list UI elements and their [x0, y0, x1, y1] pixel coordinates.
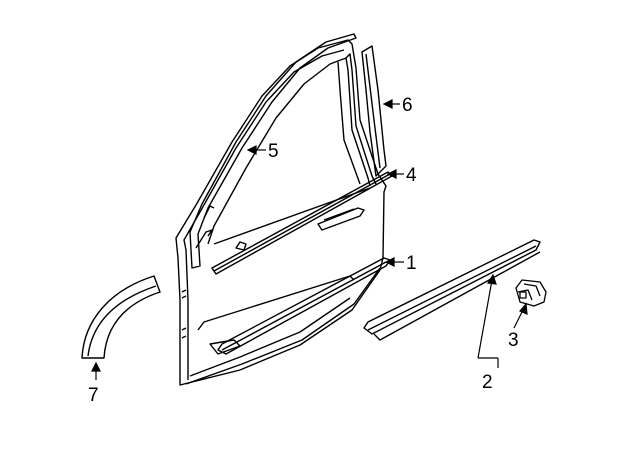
- callout-3: 3: [508, 330, 519, 351]
- moulding-clip: [515, 279, 547, 307]
- rear-applique: [361, 45, 387, 177]
- callout-6: 6: [402, 95, 413, 116]
- callout-1: 1: [406, 253, 417, 274]
- callout-4: 4: [406, 165, 417, 186]
- front-door-shell: [175, 39, 387, 386]
- callout-5: 5: [268, 141, 279, 162]
- window-frame-rear: [207, 53, 377, 245]
- wheel-arch-moulding: [81, 275, 161, 359]
- leader-lines: [91, 99, 528, 380]
- separate-moulding-strip: [363, 239, 541, 341]
- belt-weatherstrip: [211, 171, 393, 275]
- callout-2: 2: [482, 372, 493, 393]
- callout-7: 7: [88, 385, 99, 406]
- window-run-channel: [189, 33, 357, 269]
- door-side-moulding: [197, 257, 391, 355]
